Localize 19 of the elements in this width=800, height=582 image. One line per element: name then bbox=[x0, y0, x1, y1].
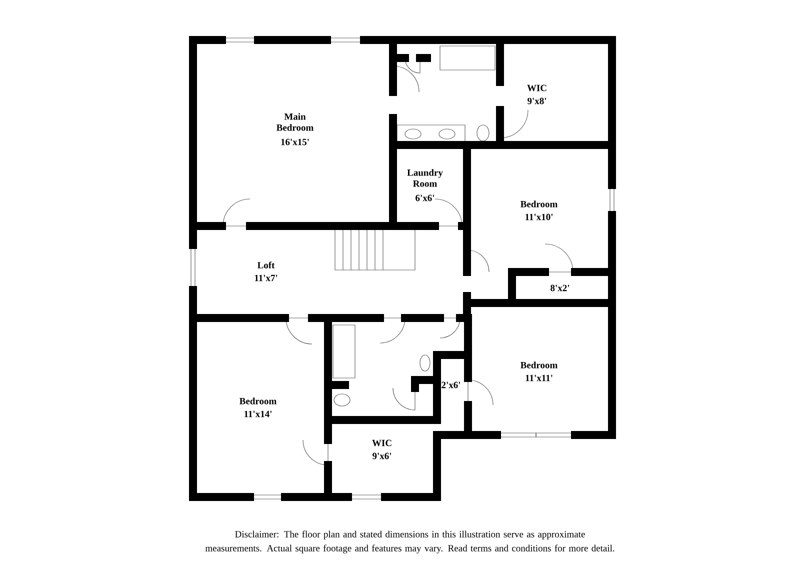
room-dimension: 11'x10' bbox=[526, 214, 553, 220]
room-dimension: 9'x8' bbox=[528, 98, 546, 104]
room-name: Bedroom bbox=[520, 200, 558, 208]
room-dimension: 6'x6' bbox=[416, 194, 434, 202]
disclaimer-text: Disclaimer: The floor plan and stated dimensions in this illustration serve as approximate measurements. Actual square footage and features may vary. Read terms and conditions for more detail. bbox=[205, 530, 614, 554]
room-dimension: 2'x6' bbox=[442, 382, 460, 388]
room-name: Laundry Room bbox=[407, 169, 443, 187]
room-dimension: 16'x15' bbox=[281, 138, 309, 146]
room-name: Main Bedroom bbox=[276, 113, 314, 131]
room-dimension: 9'x6' bbox=[372, 452, 392, 460]
room-name: Bedroom bbox=[520, 362, 558, 368]
room-dimension: 8'x2' bbox=[550, 284, 570, 292]
room-name: Loft bbox=[257, 262, 275, 268]
room-dimension: 11'x7' bbox=[254, 274, 278, 282]
room-dimension: 11'x14' bbox=[244, 410, 272, 418]
room-dimension: 11'x11' bbox=[526, 374, 552, 382]
room-name: WIC bbox=[527, 84, 546, 92]
room-name: Bedroom bbox=[240, 398, 276, 404]
room-name: WIC bbox=[372, 440, 392, 446]
